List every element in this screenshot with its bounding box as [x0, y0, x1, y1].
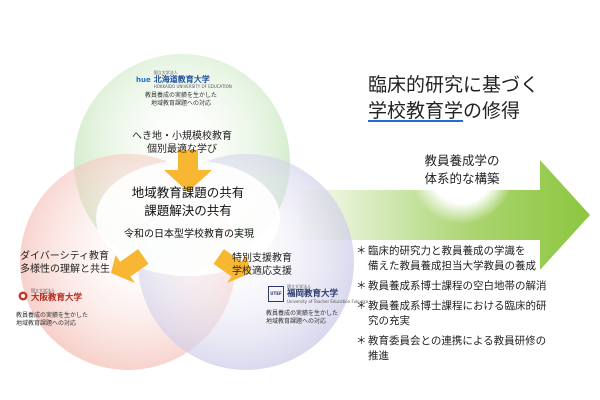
headline: 臨床的研究に基づく 学校教育学の修得: [368, 72, 588, 124]
left-university: 国立大学法人 大阪教育大学: [18, 288, 128, 303]
list-item-line1: 教員養成系博士課程の空白地帯の解消: [368, 280, 547, 292]
right-desc-line1: 教員養成の実績を生かした: [266, 310, 339, 317]
right-desc-line2: 地域教育課題への対応: [266, 318, 327, 325]
top-theme-line1: へき地・小規模校教育: [132, 131, 232, 142]
center-line1: 地域教育課題の共有: [131, 185, 245, 200]
list-item: ＊ 教員養成系博士課程の空白地帯の解消: [356, 279, 592, 294]
headline-line2: 学校教育学の修得: [368, 98, 588, 124]
arrow-from-left: [110, 249, 149, 284]
top-university-subtag: HOKKAIDO UNIVERSITY OF EDUCATION: [153, 84, 232, 89]
top-desc-line2: 地域教育課題への対応: [150, 100, 211, 107]
list-item: ＊ 臨床的研究力と教員養成の学識を 備えた教員養成担当大学教員の養成: [356, 244, 592, 274]
left-university-tag: 国立大学法人: [31, 288, 55, 293]
right-theme-line1: 特別支援教育: [232, 253, 292, 264]
top-theme: へき地・小規模校教育 個別最適な学び: [120, 130, 244, 156]
arrow-from-top: [164, 150, 212, 192]
utef-logo-icon: UTEF: [268, 286, 284, 302]
top-university: hue 国立大学法人 北海道教育大学 HOKKAIDO UNIVERSITY O…: [136, 70, 236, 89]
list-item-line2: 備えた教員養成担当大学教員の養成: [368, 260, 536, 272]
list-item: ＊ 教員養成系博士課程における臨床的研 究の充実: [356, 299, 592, 329]
list-item-line1: 教員養成系博士課程における臨床的研: [368, 300, 547, 312]
center-line2: 課題解決の共有: [144, 203, 232, 218]
left-theme-line1: ダイバーシティ教育: [20, 251, 109, 262]
bullet-mark: ＊: [356, 280, 367, 292]
goal-line2: 体系的な構築: [424, 171, 500, 186]
headline-highlight: 学校教育学: [368, 100, 464, 122]
headline-rest: の修得: [463, 100, 521, 122]
hue-logo-icon: hue: [136, 75, 151, 84]
right-university-subtag: University of Teacher Education Fukuoka: [287, 299, 369, 304]
top-desc: 教員養成の実績を生かした 地域教育課題への対応: [126, 92, 236, 108]
list-item-line1: 臨床的研究力と教員養成の学識を: [368, 245, 526, 257]
right-theme: 特別支援教育 学校適応支援: [232, 252, 322, 278]
left-desc: 教員養成の実績を生かした 地域教育課題への対応: [16, 312, 132, 328]
outcome-list: ＊ 臨床的研究力と教員養成の学識を 備えた教員養成担当大学教員の養成 ＊ 教員養…: [356, 244, 592, 369]
list-item-line2: 究の充実: [368, 315, 410, 327]
list-item-line2: 推進: [368, 350, 389, 362]
top-university-tag: 国立大学法人: [153, 70, 178, 75]
bullet-mark: ＊: [356, 335, 367, 347]
left-university-name: 大阪教育大学: [31, 293, 83, 303]
center-line3: 令和の日本型学校教育の実現: [124, 229, 254, 240]
center-area: [96, 160, 280, 276]
arrow-from-right: [213, 249, 252, 284]
goal-circle-glow: [410, 120, 514, 224]
goal-text: 教員養成学の 体系的な構築: [410, 152, 514, 188]
center-text: 地域教育課題の共有 課題解決の共有: [110, 184, 266, 220]
goal-line1: 教員養成学の: [424, 153, 500, 168]
right-university-tag: 国立大学法人: [287, 284, 311, 289]
right-university: UTEF 国立大学法人 福岡教育大学 University of Teacher…: [268, 284, 378, 304]
right-university-name: 福岡教育大学: [287, 289, 339, 299]
left-desc-line1: 教員養成の実績を生かした: [16, 312, 89, 319]
list-item-line1: 教育委員会との連携による教員研修の: [368, 335, 547, 347]
left-desc-line2: 地域教育課題への対応: [16, 320, 77, 327]
headline-line1: 臨床的研究に基づく: [368, 74, 540, 96]
left-theme-line2: 多様性の理解と共生: [20, 264, 110, 275]
top-theme-line2: 個別最適な学び: [147, 144, 217, 155]
list-item: ＊ 教育委員会との連携による教員研修の 推進: [356, 334, 592, 364]
bullet-mark: ＊: [356, 300, 367, 312]
osaka-emblem-icon: [18, 291, 28, 300]
right-desc: 教員養成の実績を生かした 地域教育課題への対応: [266, 310, 382, 326]
top-university-name: 北海道教育大学: [153, 75, 210, 84]
bullet-mark: ＊: [356, 245, 367, 257]
left-theme: ダイバーシティ教育 多様性の理解と共生: [20, 250, 130, 276]
top-desc-line1: 教員養成の実績を生かした: [144, 92, 217, 99]
right-theme-line2: 学校適応支援: [232, 266, 292, 277]
